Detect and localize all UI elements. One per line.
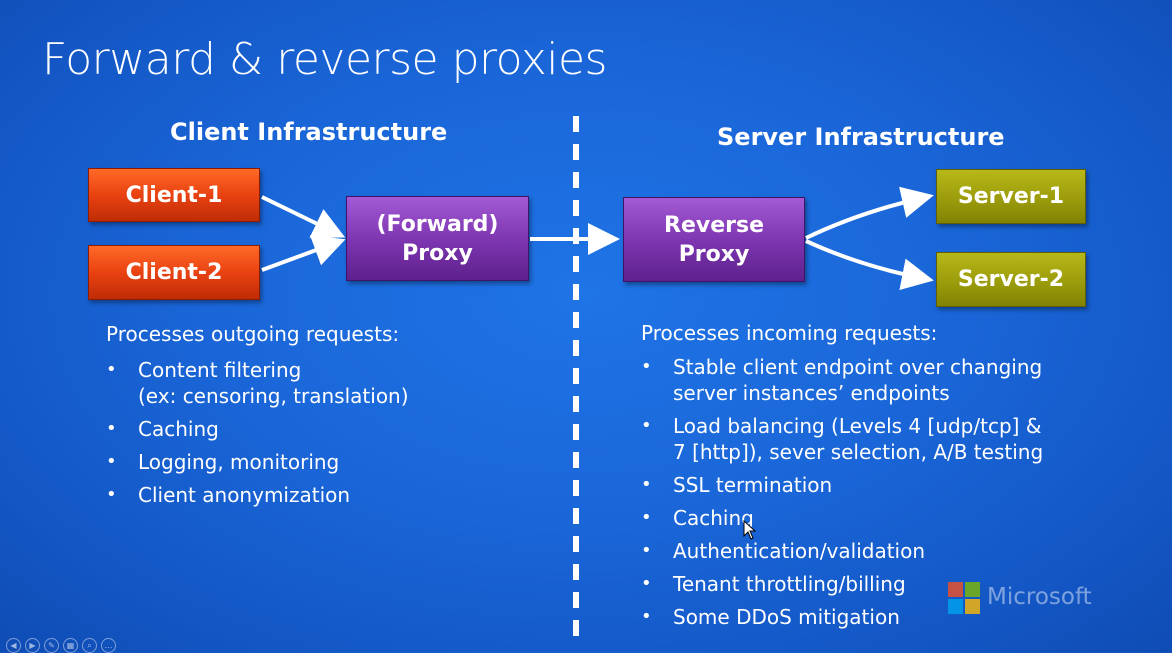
server-2-box: Server-2 xyxy=(936,252,1086,307)
arrow-client1-to-forward-proxy xyxy=(261,195,346,238)
server-bullet-text: server instances’ endpoints xyxy=(673,381,950,405)
server-bullet-text: 7 [http]), sever selection, A/B testing xyxy=(673,440,1044,464)
server-bullet-item: SSL termination xyxy=(639,472,1109,498)
client-bullet-text: Content filtering xyxy=(138,358,302,382)
server-bullet-text: Stable client endpoint over changing xyxy=(673,355,1043,379)
client-2-box: Client-2 xyxy=(88,245,260,300)
client-bullet-item: Logging, monitoring xyxy=(104,449,544,475)
mouse-cursor-icon xyxy=(743,520,757,540)
reverse-proxy-box: Reverse Proxy xyxy=(623,197,805,282)
client-bullet-item: Caching xyxy=(104,416,544,442)
server-bullet-text: Tenant throttling/billing xyxy=(673,572,906,596)
server-bullet-item: Load balancing (Levels 4 [udp/tcp] &7 [h… xyxy=(639,413,1109,465)
server-bullet-item: Tenant throttling/billing xyxy=(639,571,1109,597)
server-2-label: Server-2 xyxy=(957,267,1065,292)
dashed-divider xyxy=(573,116,579,640)
reverse-proxy-line-1: Reverse xyxy=(664,212,764,238)
server-bullet-item: Caching xyxy=(639,505,1109,531)
arrow-reverse-proxy-to-server1 xyxy=(805,186,934,240)
server-intro: Processes incoming requests: xyxy=(641,321,938,345)
server-bullet-text: Authentication/validation xyxy=(673,539,926,563)
prev-icon[interactable]: ◀ xyxy=(6,638,21,653)
next-icon[interactable]: ▶ xyxy=(25,638,40,653)
microsoft-wordmark: Microsoft xyxy=(987,584,1092,610)
server-bullet-text: Some DDoS mitigation xyxy=(673,605,900,629)
server-1-label: Server-1 xyxy=(957,184,1065,209)
server-infrastructure-heading: Server Infrastructure xyxy=(717,123,1005,151)
forward-proxy-box: (Forward) Proxy xyxy=(346,196,529,281)
client-bullet-text: Caching xyxy=(138,417,219,441)
server-bullet-item: Some DDoS mitigation xyxy=(639,604,1109,630)
client-bullet-text: (ex: censoring, translation) xyxy=(138,384,409,408)
server-bullet-list: Stable client endpoint over changingserv… xyxy=(639,354,1109,637)
microsoft-logo-icon xyxy=(948,582,980,614)
client-bullet-text: Client anonymization xyxy=(138,483,351,507)
server-bullet-text: Caching xyxy=(673,506,754,530)
slide-title: Forward & reverse proxies xyxy=(42,34,607,85)
client-1-label: Client-1 xyxy=(125,182,223,208)
server-1-box: Server-1 xyxy=(936,169,1086,224)
more-icon[interactable]: … xyxy=(101,638,116,653)
client-bullet-item: Content filtering(ex: censoring, transla… xyxy=(104,357,544,409)
reverse-proxy-line-2: Proxy xyxy=(678,241,750,267)
server-bullet-item: Stable client endpoint over changingserv… xyxy=(639,354,1109,406)
server-bullet-item: Authentication/validation xyxy=(639,538,1109,564)
client-infrastructure-heading: Client Infrastructure xyxy=(170,118,448,146)
arrow-reverse-proxy-to-server2 xyxy=(805,239,934,291)
client-bullet-text: Logging, monitoring xyxy=(138,450,340,474)
client-bullet-list: Content filtering(ex: censoring, transla… xyxy=(104,357,544,515)
client-1-box: Client-1 xyxy=(88,168,260,222)
forward-proxy-line-2: Proxy xyxy=(402,240,473,266)
presenter-controls: ◀ ▶ ✎ ▦ ⌕ … xyxy=(6,638,116,653)
server-bullet-text: Load balancing (Levels 4 [udp/tcp] & xyxy=(673,414,1042,438)
client-bullet-item: Client anonymization xyxy=(104,482,544,508)
arrow-client2-to-forward-proxy xyxy=(261,235,346,272)
slides-icon[interactable]: ▦ xyxy=(63,638,78,653)
client-2-label: Client-2 xyxy=(125,260,223,285)
forward-proxy-line-1: (Forward) xyxy=(376,211,499,237)
server-bullet-text: SSL termination xyxy=(673,473,833,497)
client-intro: Processes outgoing requests: xyxy=(106,322,400,346)
zoom-icon[interactable]: ⌕ xyxy=(82,638,97,653)
pen-icon[interactable]: ✎ xyxy=(44,638,59,653)
